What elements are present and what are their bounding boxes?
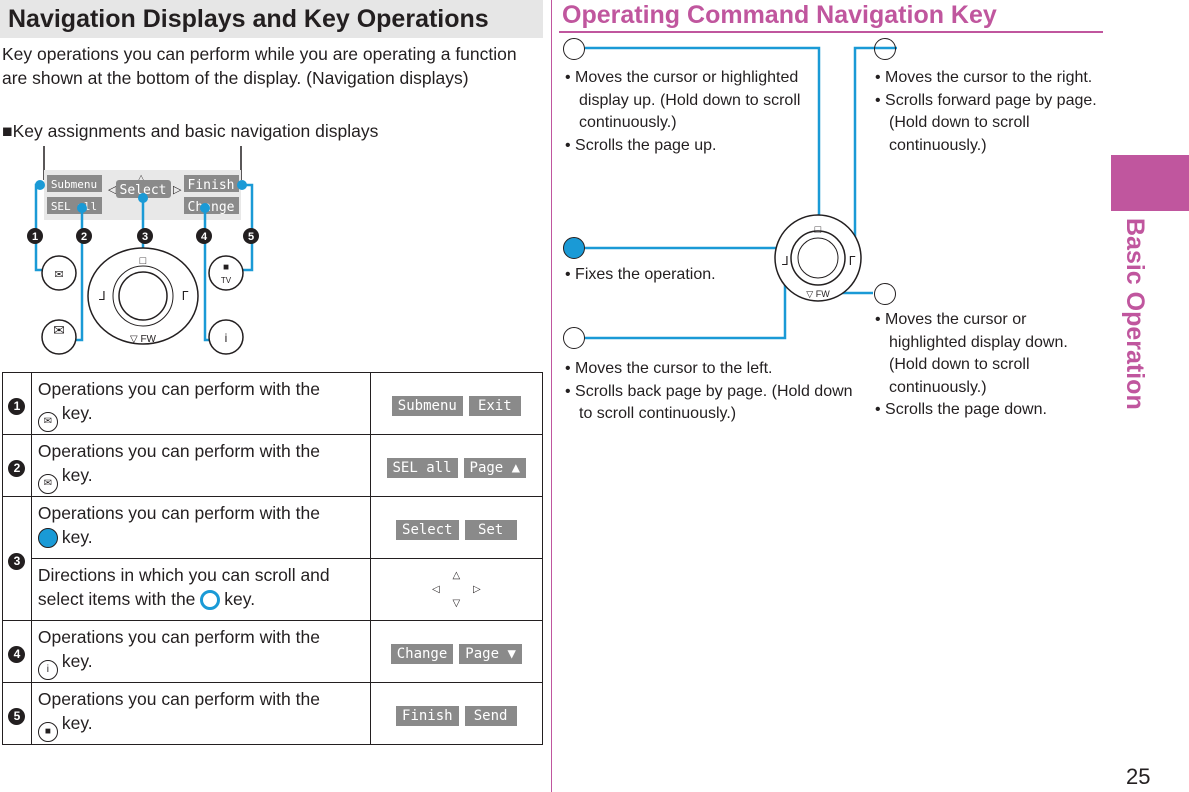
phone-keypad-diagram: Submenu ◁ △ Select ▷ Finish SEL all Chan… xyxy=(27,146,259,355)
svg-text:□: □ xyxy=(815,224,822,236)
center-key-icon xyxy=(563,237,585,259)
camera-key-icon xyxy=(208,255,244,291)
mail-key-icon: ✉ xyxy=(37,474,58,494)
column-divider xyxy=(551,0,552,792)
nav-display: Exit xyxy=(468,395,521,416)
multi-key-icon xyxy=(200,590,221,610)
callout-1: 1 xyxy=(32,231,38,243)
i-appli-key-icon xyxy=(208,319,244,355)
left-key-description: • Moves the cursor to the left. • Scroll… xyxy=(565,360,853,422)
nav-display: SEL all xyxy=(386,457,458,478)
side-tab-marker xyxy=(1111,155,1189,211)
right-key-icon xyxy=(874,38,896,60)
direction-arrows: △◁ ▷▽ xyxy=(369,558,544,621)
svg-text:ᒥ: ᒥ xyxy=(182,289,189,303)
table-row: 1 Operations you can perform with the✉ke… xyxy=(2,372,544,435)
nav-display: Select xyxy=(396,519,459,540)
screen-softkey-select-label: Select xyxy=(120,183,167,198)
svg-text:▽ FW: ▽ FW xyxy=(806,289,830,299)
svg-text:✉: ✉ xyxy=(53,322,65,338)
nav-display: Set xyxy=(464,519,517,540)
table-row: Directions in which you can scroll and s… xyxy=(3,558,544,621)
row-number: 1 xyxy=(8,397,26,415)
section-title: Navigation Displays and Key Operations xyxy=(0,0,543,38)
menu-key-icon: ✉ xyxy=(37,412,58,432)
center-key-description: • Fixes the operation. xyxy=(565,266,716,283)
intro-paragraph: Key operations you can perform while you… xyxy=(2,44,517,88)
svg-text:ᒧ: ᒧ xyxy=(781,254,788,268)
nav-display: Page ▲ xyxy=(463,457,527,478)
up-key-icon xyxy=(563,38,585,60)
screen-softkey-sel-all: SEL all xyxy=(47,197,102,214)
screen-softkey-change: Change xyxy=(184,197,239,215)
svg-text:▽ FW: ▽ FW xyxy=(130,334,157,345)
nav-key-diagram: □ ᒧ ᒥ ▽ FW xyxy=(585,46,897,340)
callout-numbers: 1 2 3 4 5 xyxy=(27,228,259,244)
mail-key-icon xyxy=(41,319,77,355)
page-number: 25 xyxy=(1126,764,1151,789)
down-key-icon xyxy=(874,283,896,305)
center-key-icon xyxy=(37,528,58,548)
screen-softkey-select: Select xyxy=(116,180,171,198)
table-row: 2 Operations you can perform with the✉ke… xyxy=(2,434,544,497)
screen-softkey-change-label: Change xyxy=(188,200,235,215)
callout-2: 2 xyxy=(81,231,87,243)
row-number: 3 xyxy=(8,552,26,570)
svg-text:ᒧ: ᒧ xyxy=(98,289,105,303)
nav-display: Send xyxy=(464,705,517,726)
callout-5: 5 xyxy=(248,231,254,243)
up-key-description: • Moves the cursor or highlighted displa… xyxy=(565,69,801,154)
svg-text:△: △ xyxy=(138,173,145,182)
side-tab-label: Basic Operation xyxy=(1121,218,1149,410)
row-number: 5 xyxy=(8,707,26,725)
nav-display: Page ▼ xyxy=(459,643,522,664)
key-operations-table: 1 Operations you can perform with the✉ke… xyxy=(2,372,544,745)
subheading: Key assignments and basic navigation dis… xyxy=(2,119,379,143)
row-number: 4 xyxy=(8,645,26,663)
nav-display: Submenu xyxy=(391,395,463,416)
screen-softkey-sel-all-label: SEL all xyxy=(51,200,97,213)
title-rule xyxy=(559,31,1103,33)
nav-key-title: Operating Command Navigation Key xyxy=(562,1,997,29)
svg-text:◁: ◁ xyxy=(108,184,117,196)
row-number: 2 xyxy=(8,459,26,477)
svg-text:TV: TV xyxy=(221,276,232,285)
screen-softkey-finish: Finish xyxy=(184,175,239,193)
svg-text:■: ■ xyxy=(223,262,229,273)
svg-text:▷: ▷ xyxy=(173,184,182,196)
right-key-description: • Moves the cursor to the right. • Scrol… xyxy=(875,69,1097,154)
left-key-icon xyxy=(563,327,585,349)
menu-key-icon xyxy=(41,255,77,291)
i-appli-key-icon: i xyxy=(37,660,58,680)
svg-text:□: □ xyxy=(140,255,147,267)
right-nav-pad-icon: □ ᒧ ᒥ ▽ FW xyxy=(774,214,862,302)
camera-key-icon: ■ xyxy=(37,722,58,742)
down-key-description: • Moves the cursor or highlighted displa… xyxy=(875,311,1068,418)
screen-softkey-finish-label: Finish xyxy=(188,178,235,193)
screen-softkey-submenu-label: Submenu xyxy=(51,178,97,191)
screen-softkey-submenu: Submenu xyxy=(47,175,102,192)
callout-3: 3 xyxy=(142,231,148,243)
nav-display: Finish xyxy=(396,705,459,726)
nav-display: Change xyxy=(390,643,454,664)
svg-text:✉: ✉ xyxy=(54,269,63,281)
svg-text:i: i xyxy=(225,331,228,345)
table-row: 5 Operations you can perform with the■ke… xyxy=(2,682,544,745)
svg-text:ᒥ: ᒥ xyxy=(849,254,856,268)
callout-4: 4 xyxy=(201,231,208,243)
